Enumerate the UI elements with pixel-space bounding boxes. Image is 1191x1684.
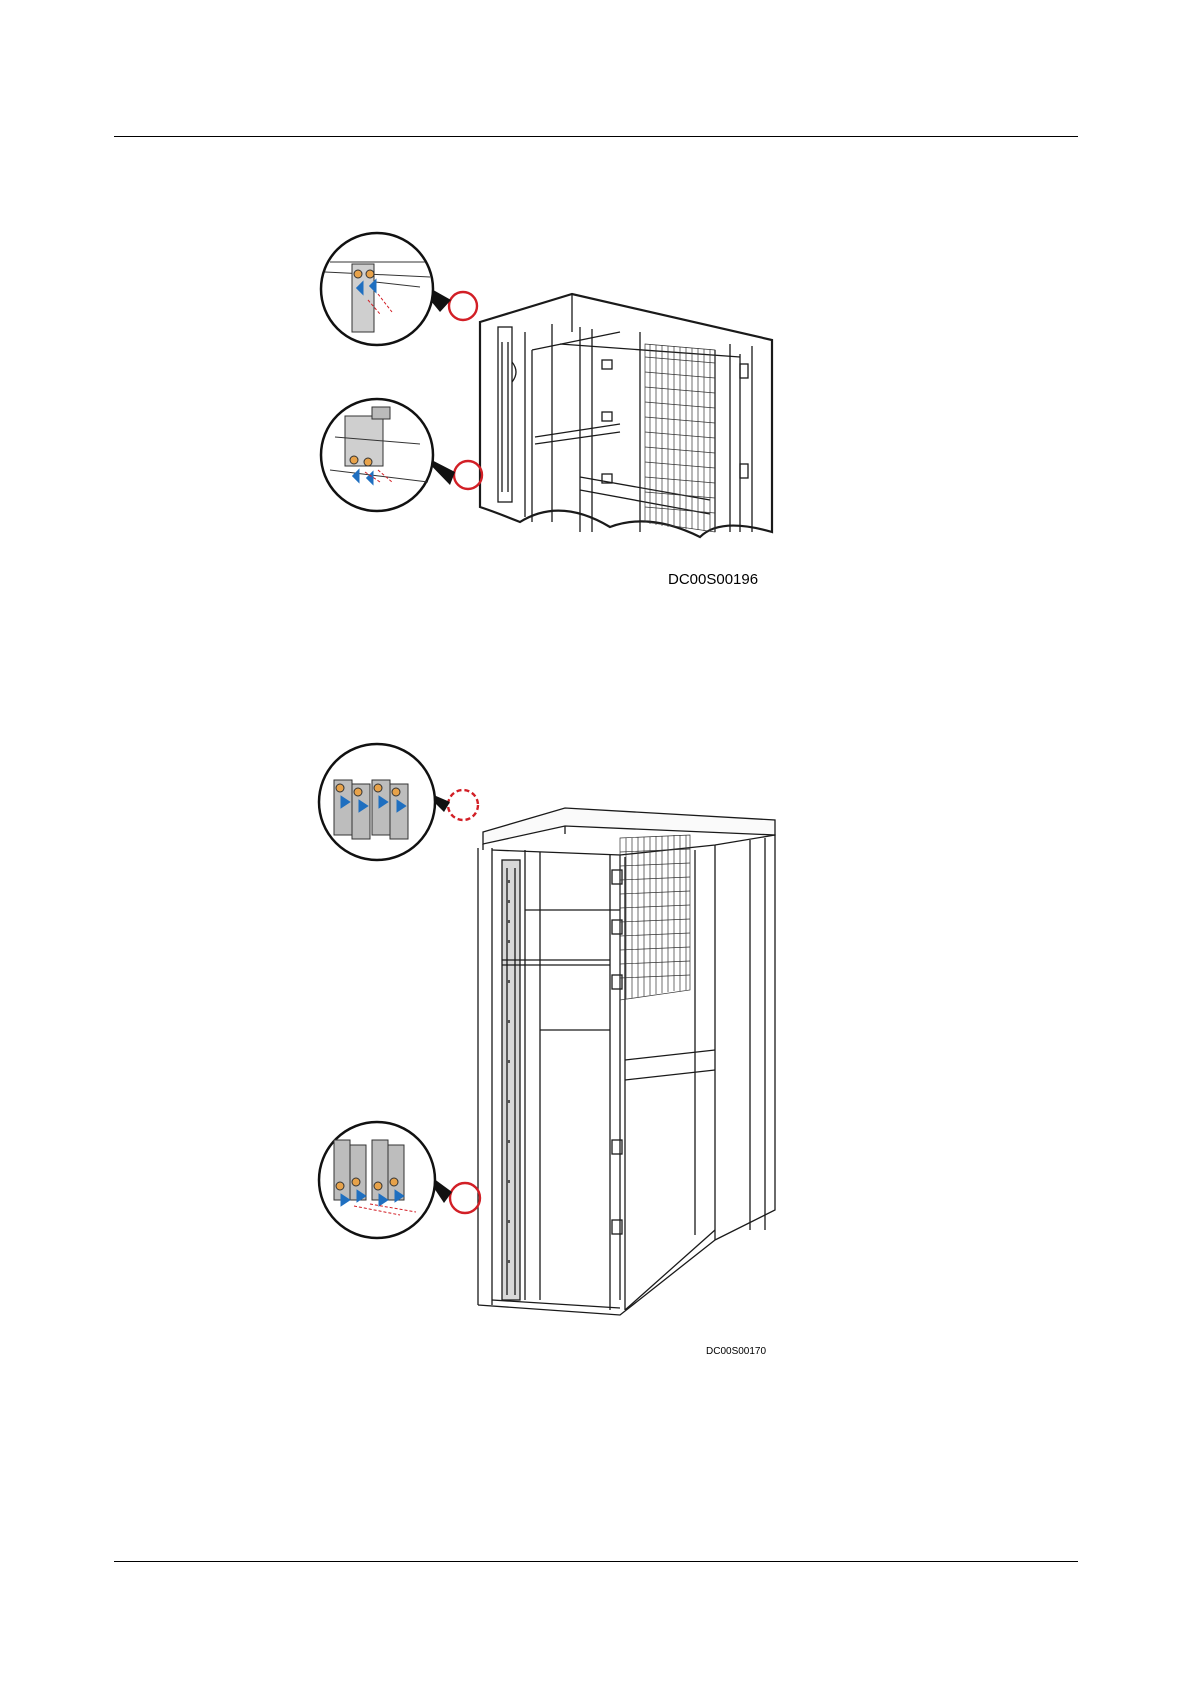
figure-1-drawing (320, 232, 790, 592)
figure-code: DC00S00196 (668, 571, 758, 588)
header-rule (114, 136, 1078, 137)
figure-code: DC00S00170 (706, 1346, 766, 1357)
figure-1: DC00S00196 (320, 232, 790, 592)
footer-rule (114, 1561, 1078, 1562)
figure-2-drawing (320, 760, 790, 1360)
figure-2: DC00S00170 (320, 760, 790, 1360)
